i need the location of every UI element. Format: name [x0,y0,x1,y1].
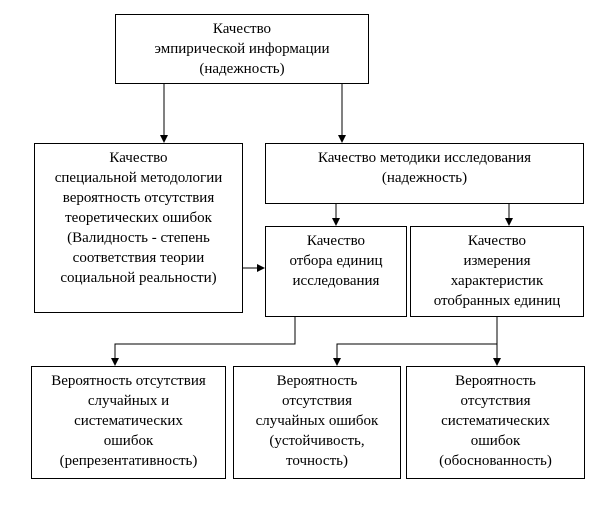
box-line: случайных и [87,393,170,409]
box-line: систематических [74,413,183,429]
box-line: характеристик [450,273,544,289]
box-special-methodology-quality: Качество специальной методологии вероятн… [34,143,243,313]
box-probability-no-systematic-errors: Вероятность отсутствия систематических о… [406,366,585,479]
box-line: (надежность) [381,170,468,186]
box-line: исследования [292,273,380,289]
box-line: случайных ошибок [255,413,379,429]
box-line: Качество методики исследования [317,150,532,166]
box-line: (репрезентативность) [59,453,198,469]
box-line: измерения [463,253,531,269]
box-probability-no-random-errors: Вероятность отсутствия случайных ошибок … [233,366,401,479]
box-empirical-info-quality: Качество эмпирической информации (надежн… [115,14,369,84]
box-line: ошибок [470,433,521,449]
box-line: Вероятность [455,373,536,389]
box-line: (надежность) [199,61,285,77]
box-line: Качество [306,233,366,249]
box-line: социальной реальности) [60,270,217,286]
box-selection-quality: Качество отбора единиц исследования [265,226,407,317]
box-line: теоретических ошибок [65,210,212,226]
box-line: вероятность отсутствия [62,190,215,206]
box-line: Качество [467,233,527,249]
box-line: ошибок [103,433,154,449]
box-line: Качество [109,150,168,166]
box-line: отсутствия [460,393,531,409]
box-line: точность) [286,453,348,469]
box-line: отсутствия [282,393,352,409]
box-research-method-quality: Качество методики исследования (надежнос… [265,143,584,204]
box-line: соответствия теории [72,250,205,266]
box-probability-no-random-systematic-errors: Вероятность отсутствия случайных и систе… [31,366,226,479]
box-line: систематических [441,413,550,429]
box-line: (устойчивость, [269,433,365,449]
box-line: отобранных единиц [433,293,561,309]
box-line: отбора единиц [289,253,383,269]
box-line: Качество [212,21,272,37]
box-line: специальной методологии [54,170,223,186]
box-line: Вероятность отсутствия [51,373,206,389]
box-line: (обоснованность) [439,453,552,469]
box-measurement-quality: Качество измерения характеристик отобран… [410,226,584,317]
box-line: эмпирической информации [154,41,330,57]
box-line: Вероятность [276,373,358,389]
arrow-selection-to-prob-both [111,317,296,366]
box-line: (Валидность - степень [67,230,210,246]
arrow-measurement-to-prob-random [333,317,498,366]
